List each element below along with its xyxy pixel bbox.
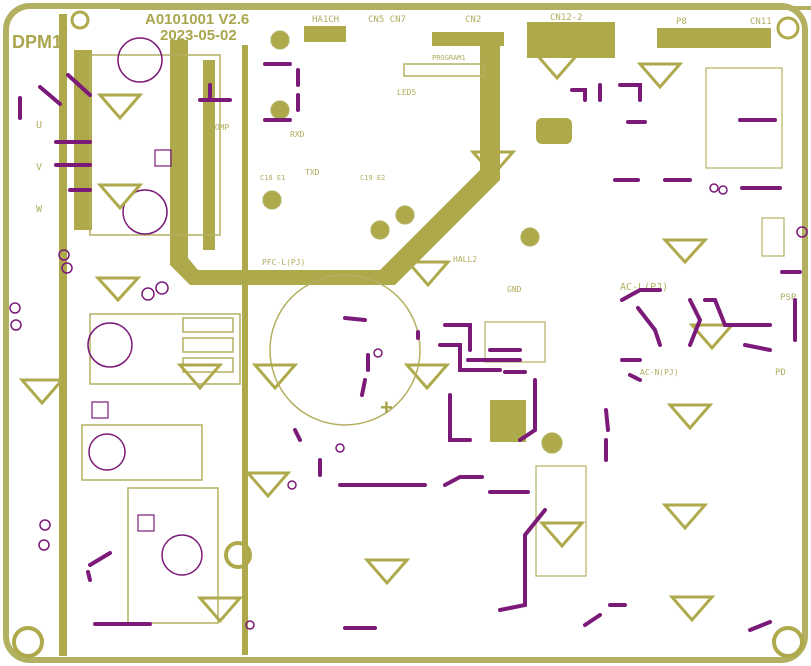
- relay-pin-2: [182, 337, 234, 353]
- silk-psp: PSP: [780, 293, 797, 303]
- silk-v: V: [36, 162, 42, 173]
- silk-ac-l: AC-L(PJ): [620, 282, 668, 293]
- silk-cap-e1: C18 E1: [260, 174, 285, 182]
- silk-pfc: PFC-L(PJ): [262, 258, 305, 267]
- silk-led5: LED5: [397, 88, 416, 97]
- board-date: 2023-05-02: [160, 27, 237, 44]
- silk-w: W: [36, 204, 43, 215]
- connector-program-label: PROGRAM1: [432, 54, 466, 62]
- connector-row-top: [304, 22, 771, 77]
- corner-hole-bottom-right: [772, 626, 804, 658]
- relay-circle: [87, 322, 133, 368]
- fuse-pad: [91, 401, 109, 419]
- via-holes: [9, 183, 808, 630]
- module-ipm-outline: [89, 54, 221, 236]
- silk-u: U: [36, 120, 42, 131]
- corner-hole-top-left: [70, 10, 90, 30]
- silk-cap-e2: C19 E2: [360, 174, 385, 182]
- module-fuse-outline: [81, 424, 203, 481]
- trace-group: [18, 62, 802, 632]
- rail-mid: [242, 45, 248, 655]
- silk-gnd: GND: [507, 285, 522, 294]
- component-cluster-center: [262, 30, 785, 577]
- connector-hach-label: HA1CH: [312, 15, 339, 25]
- corner-hole-top-right: [776, 16, 800, 40]
- connector-cn11-label: CN11: [750, 17, 772, 27]
- silk-rxd: RXD: [290, 130, 305, 139]
- module-cap-outline: [127, 487, 219, 624]
- bulk-cap-plus: +: [380, 395, 393, 420]
- bulk-capacitor: [269, 274, 421, 426]
- rail-ic: [203, 60, 215, 250]
- rail-left-1: [59, 14, 67, 656]
- silk-comp: COMP: [210, 123, 229, 132]
- silk-txd: TXD: [305, 168, 320, 177]
- mount-hole-2: [122, 189, 168, 235]
- connector-cn5-label: CN5 CN7: [368, 15, 406, 25]
- cap-pad: [137, 514, 155, 532]
- silk-ac-n: AC-N(PJ): [640, 368, 679, 377]
- board-name-mark: DPM1: [12, 32, 62, 52]
- fuse-circle: [88, 433, 126, 471]
- gold-block-center: [490, 400, 526, 442]
- connector-cn12-label: CN12-2: [550, 13, 583, 23]
- connector-cn2-label: CN2: [465, 15, 481, 25]
- gold-block-ipm-2: [536, 118, 572, 144]
- module-relay-outline: [89, 313, 241, 385]
- silk-pd: PD: [775, 368, 786, 378]
- warning-triangle-icons: [18, 53, 736, 624]
- connector-p8-label: P8: [676, 17, 687, 27]
- board-version: A0101001 V2.6: [145, 11, 249, 28]
- relay-pin-1: [182, 317, 234, 333]
- silk-hall: HALL2: [453, 255, 477, 264]
- mount-hole-1: [117, 37, 163, 83]
- ring-pad: [224, 541, 252, 569]
- corner-hole-bottom-left: [12, 626, 44, 658]
- cap-circle-bottom: [161, 534, 203, 576]
- ipm-pad: [154, 149, 172, 167]
